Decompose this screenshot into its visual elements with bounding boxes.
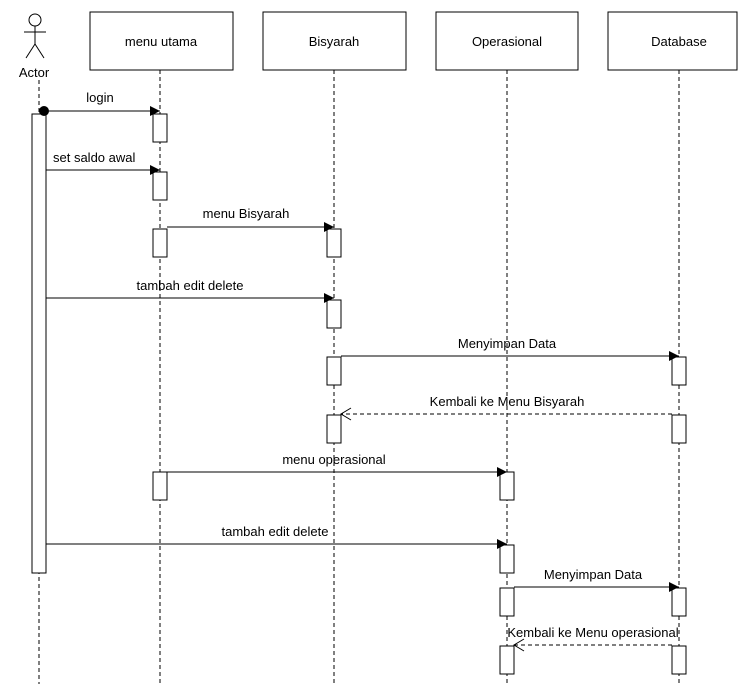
activation-bar-database	[671, 414, 687, 444]
activation-bar-menu-utama	[152, 228, 168, 258]
lifeline-header-bisyarah: Bisyarah	[262, 11, 407, 71]
activation-bar-actor	[31, 113, 47, 574]
actor: Actor	[19, 13, 50, 80]
actor-icon	[24, 13, 46, 59]
message-label: tambah edit delete	[137, 278, 244, 293]
open-arrowhead	[513, 638, 525, 652]
lifeline-header-menu-utama: menu utama	[89, 11, 234, 71]
lifeline-header-database: Database	[607, 11, 738, 71]
lifeline-label-operasional: Operasional	[472, 34, 542, 49]
message-label: Kembali ke Menu operasional	[507, 625, 678, 640]
message-tambah-edit-delete-operasional: tambah edit delete	[46, 524, 507, 549]
lifeline-label-database: Database	[651, 34, 707, 49]
actor-label: Actor	[19, 65, 50, 80]
message-label: set saldo awal	[53, 150, 135, 165]
message-menyimpan-data-operasional: Menyimpan Data	[514, 567, 679, 592]
message-kembali-ke-menu-operasional: Kembali ke Menu operasional	[507, 625, 679, 652]
open-arrowhead	[340, 407, 352, 421]
activation-bar-database	[671, 356, 687, 386]
message-kembali-ke-menu-bisyarah: Kembali ke Menu Bisyarah	[340, 394, 672, 421]
message-label: login	[86, 90, 113, 105]
message-menu-operasional: menu operasional	[167, 452, 507, 477]
lifeline-label-bisyarah: Bisyarah	[309, 34, 360, 49]
message-set-saldo-awal: set saldo awal	[46, 150, 160, 175]
message-login: login	[39, 90, 160, 116]
activation-bar-bisyarah	[326, 299, 342, 329]
activation-bar-database	[671, 645, 687, 675]
activation-bar-operasional	[499, 587, 515, 617]
message-tambah-edit-delete-bisyarah: tambah edit delete	[46, 278, 334, 303]
activation-bar-database	[671, 587, 687, 617]
activation-bar-bisyarah	[326, 414, 342, 444]
message-label: tambah edit delete	[222, 524, 329, 539]
message-menyimpan-data-bisyarah: Menyimpan Data	[341, 336, 679, 361]
message-label: menu operasional	[282, 452, 385, 467]
activation-bar-bisyarah	[326, 356, 342, 386]
lifeline-header-operasional: Operasional	[435, 11, 579, 71]
activation-bar-operasional	[499, 544, 515, 574]
message-label: Kembali ke Menu Bisyarah	[430, 394, 585, 409]
lifeline-label-menu-utama: menu utama	[125, 34, 198, 49]
activation-bar-bisyarah	[326, 228, 342, 258]
activation-bar-operasional	[499, 471, 515, 501]
message-label: Menyimpan Data	[544, 567, 643, 582]
activation-bar-operasional	[499, 645, 515, 675]
activation-bar-menu-utama	[152, 471, 168, 501]
activation-bar-menu-utama	[152, 113, 168, 143]
message-label: Menyimpan Data	[458, 336, 557, 351]
activation-bar-menu-utama	[152, 171, 168, 201]
message-label: menu Bisyarah	[203, 206, 290, 221]
message-menu-bisyarah: menu Bisyarah	[167, 206, 334, 232]
